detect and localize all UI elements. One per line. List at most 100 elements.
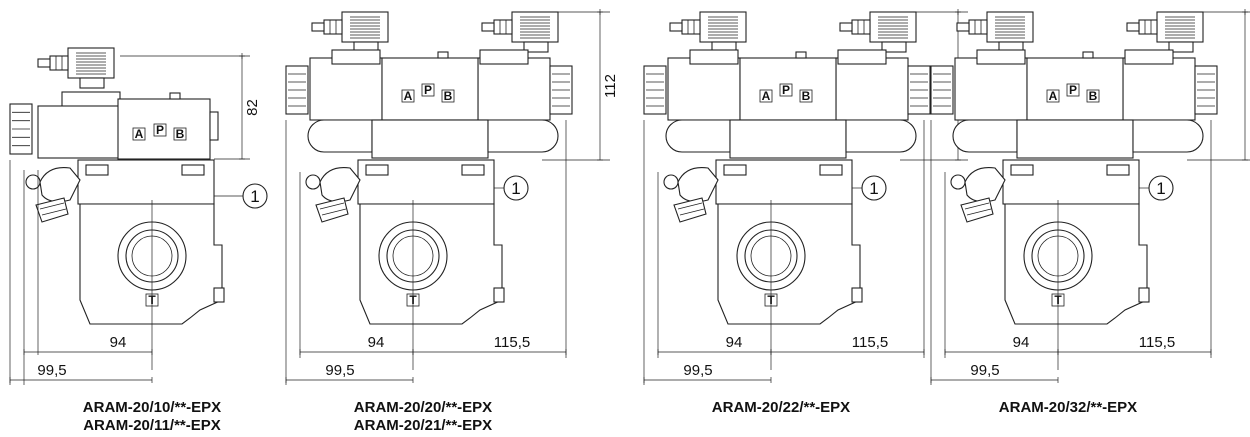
dim-height-value: 112 <box>602 74 619 98</box>
port-label: B <box>799 89 813 103</box>
callout-1: 1 <box>1139 175 1174 201</box>
port-label: P <box>779 83 793 97</box>
pilot-body <box>739 57 837 121</box>
port-label: P <box>421 83 435 97</box>
dim-right-value: 115,5 <box>494 334 530 351</box>
port-label: A <box>759 89 773 103</box>
callout-circle <box>503 175 529 201</box>
solenoid-coil-right <box>1122 57 1196 121</box>
coil-cap-right <box>1124 49 1174 65</box>
coil-cap-left <box>331 49 381 65</box>
spool-center <box>371 119 489 159</box>
coil-cap-right <box>479 49 529 65</box>
port-label-text: B <box>1089 89 1098 103</box>
side-bolt <box>1138 287 1150 303</box>
port-label-text: A <box>135 127 144 141</box>
dim-height-value: 112 <box>1247 74 1250 98</box>
model-caption: ARAM-20/11/**-EPX <box>83 417 221 434</box>
callout-circle <box>861 175 887 201</box>
callout-circle <box>242 183 268 209</box>
knob <box>643 65 667 115</box>
callout-number: 1 <box>1156 179 1165 198</box>
solenoid-coil <box>37 105 121 159</box>
spool-right <box>487 119 559 153</box>
coil-cap-left <box>689 49 739 65</box>
pilot-body <box>381 57 479 121</box>
dim-inner-value: 94 <box>110 334 127 351</box>
port-label-text: A <box>762 89 771 103</box>
dim-right: 115,5 <box>1057 334 1212 355</box>
dim-right: 115,5 <box>770 334 925 355</box>
port-label-text: P <box>1069 83 1077 97</box>
callout-number: 1 <box>511 179 520 198</box>
knob <box>549 65 573 115</box>
port-label: B <box>1086 89 1100 103</box>
dim-outer: 99,5 <box>643 362 772 383</box>
coil-cap-left <box>976 49 1026 65</box>
sensor-head <box>677 167 719 203</box>
connector-plug <box>669 11 747 53</box>
sensor-knob <box>950 174 966 190</box>
coil-cap-right <box>837 49 887 65</box>
knob <box>907 65 931 115</box>
callout-1: 1 <box>852 175 887 201</box>
solenoid-coil-right <box>835 57 909 121</box>
solenoid-coil-left <box>954 57 1028 121</box>
port-label-text: P <box>782 83 790 97</box>
sensor-head <box>319 167 361 203</box>
port-label: A <box>132 127 146 141</box>
port-label: A <box>1046 89 1060 103</box>
dim-height: 82 <box>239 53 261 160</box>
knob <box>1194 65 1218 115</box>
port-label-text: A <box>1049 89 1058 103</box>
port-label-text: B <box>802 89 811 103</box>
dim-inner-value: 94 <box>1013 334 1030 351</box>
spool-center <box>1016 119 1134 159</box>
connector-plug <box>956 11 1034 53</box>
callout-1: 1 <box>494 175 529 201</box>
spool-left <box>952 119 1018 153</box>
dim-outer: 99,5 <box>930 362 1059 383</box>
dim-outer: 99,5 <box>285 362 414 383</box>
dim-right-value: 115,5 <box>852 334 888 351</box>
port-label-text: A <box>404 89 413 103</box>
dim-inner: 94 <box>23 334 153 355</box>
port-label: P <box>153 123 167 137</box>
port-label-text: B <box>444 89 453 103</box>
pilot-end-cap <box>209 111 219 141</box>
dim-inner: 94 <box>944 334 1059 355</box>
valve-body: T <box>950 159 1150 370</box>
callout-number: 1 <box>250 187 259 206</box>
sensor-knob <box>663 174 679 190</box>
dim-inner-value: 94 <box>368 334 385 351</box>
dim-outer-value: 99,5 <box>970 362 999 379</box>
side-bolt <box>493 287 505 303</box>
dim-right: 115,5 <box>412 334 567 355</box>
spool-right <box>845 119 917 153</box>
connector-plug <box>1126 11 1204 53</box>
knob <box>285 65 309 115</box>
callout-1: 1 <box>214 183 268 209</box>
model-caption: ARAM-20/21/**-EPX <box>354 417 492 434</box>
dim-outer-value: 99,5 <box>325 362 354 379</box>
dim-height: 112 <box>1242 9 1250 161</box>
port-label: B <box>441 89 455 103</box>
valve-body: T <box>305 159 505 370</box>
side-bolt <box>213 287 225 303</box>
spool-right <box>1132 119 1204 153</box>
sensor-knob <box>305 174 321 190</box>
sensor-head <box>964 167 1006 203</box>
connector-plug <box>37 47 115 89</box>
knob <box>9 103 33 155</box>
callout-number: 1 <box>869 179 878 198</box>
spool-left <box>307 119 373 153</box>
port-label-text: P <box>156 123 164 137</box>
callout-circle <box>1148 175 1174 201</box>
model-caption: ARAM-20/10/**-EPX <box>83 399 221 416</box>
connector-plug <box>311 11 389 53</box>
model-caption: ARAM-20/22/**-EPX <box>712 399 850 416</box>
